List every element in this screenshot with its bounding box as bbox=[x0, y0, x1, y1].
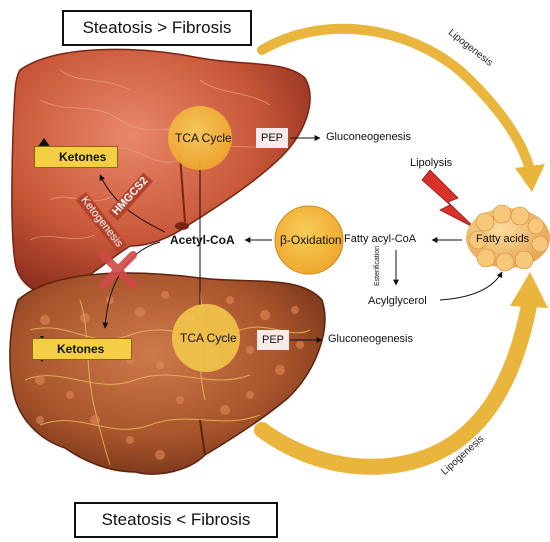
bottom-title: Steatosis < Fibrosis bbox=[101, 510, 251, 529]
ketones-label-top: Ketones bbox=[59, 150, 107, 164]
pep-box-top: PEP bbox=[256, 128, 288, 148]
top-title-box: Steatosis > Fibrosis bbox=[62, 10, 252, 46]
blocked-cross-icon bbox=[99, 251, 137, 289]
acylglycerol-label: Acylglycerol bbox=[368, 295, 427, 307]
fatty-acyl-coa-label: Fatty acyl-CoA bbox=[344, 233, 417, 245]
tca-cycle-circle-top bbox=[168, 106, 232, 170]
beta-oxidation-label: β-Oxidation bbox=[280, 233, 342, 247]
ketones-box-top: Ketones bbox=[34, 146, 118, 168]
beta-oxidation-circle bbox=[274, 205, 344, 275]
lightning-bolt-icon bbox=[421, 169, 476, 229]
ketones-label-bottom: Ketones bbox=[57, 342, 105, 356]
nodule-pattern bbox=[35, 291, 304, 460]
esterification-label: Esterification bbox=[374, 245, 381, 286]
gluconeogenesis-label-top: Gluconeogenesis bbox=[326, 131, 412, 143]
bottom-title-box: Steatosis < Fibrosis bbox=[74, 502, 278, 538]
acylglycerol-to-fattyacids-arrow bbox=[439, 271, 503, 301]
lipolysis-label: Lipolysis bbox=[410, 157, 453, 169]
adipose-tissue-icon bbox=[466, 204, 550, 272]
top-title: Steatosis > Fibrosis bbox=[82, 18, 232, 37]
tca-cycle-label-top: TCA Cycle bbox=[175, 131, 232, 145]
tca-cycle-label-bottom: TCA Cycle bbox=[180, 331, 237, 345]
lipogenesis-arrow-bottom bbox=[254, 272, 548, 475]
pep-box-bottom: PEP bbox=[257, 330, 289, 350]
lipogenesis-arrow-top bbox=[257, 23, 545, 192]
pep-label-top: PEP bbox=[260, 132, 283, 144]
fatty-acids-label: Fatty acids bbox=[476, 233, 530, 245]
tca-cycle-circle-bottom bbox=[172, 304, 240, 372]
acetyl-coa-label: Acetyl-CoA bbox=[170, 233, 235, 247]
ketones-box-bottom: Ketones bbox=[32, 338, 132, 360]
healthy-liver bbox=[11, 48, 311, 295]
pep-label-bottom: PEP bbox=[261, 334, 284, 346]
fibrotic-liver bbox=[9, 272, 326, 475]
gluconeogenesis-label-bottom: Gluconeogenesis bbox=[328, 333, 414, 345]
